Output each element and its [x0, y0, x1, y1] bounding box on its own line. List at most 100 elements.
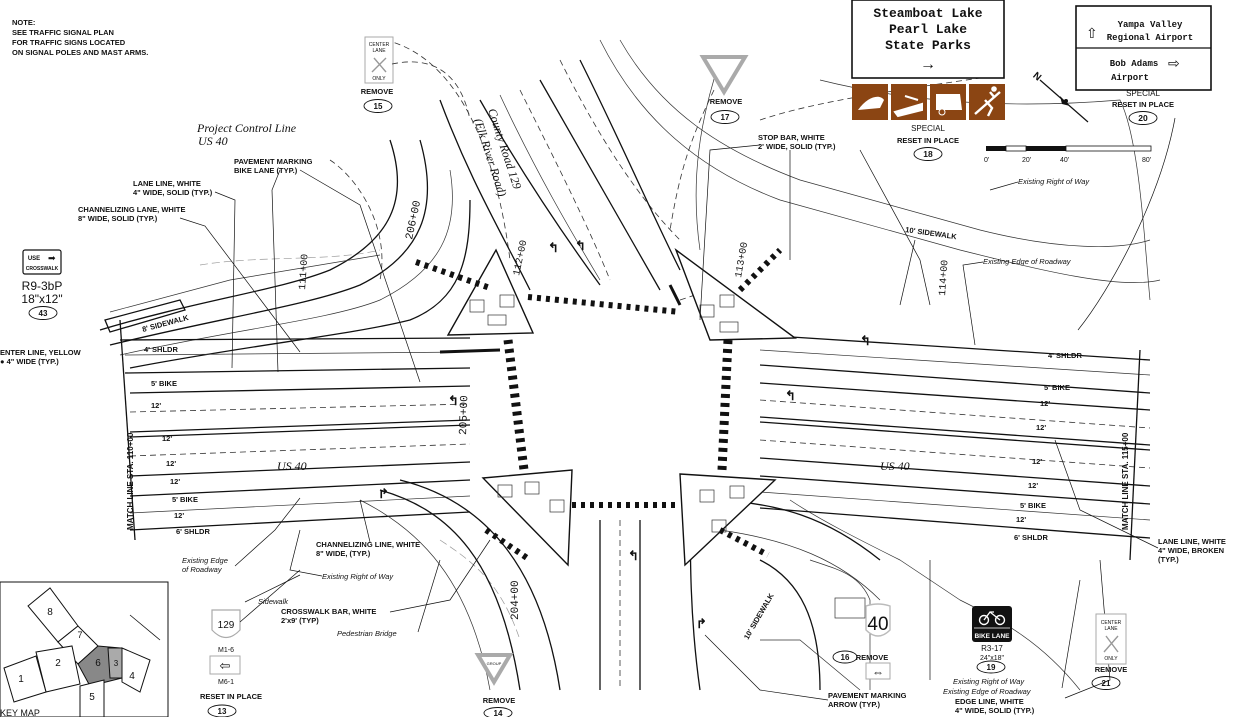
airport-line: Airport [1111, 73, 1149, 83]
key-map-cell: 2 [55, 658, 61, 669]
callout-bike-lane-marking-detail: BIKE LANE (TYP.) [234, 166, 298, 175]
lane-width-label: 5' BIKE [1044, 383, 1070, 392]
callout-sidewalk-10-ne: 10' SIDEWALK [905, 225, 958, 241]
lane-widths-east: 4' SHLDR 5' BIKE 12' 12' 12' 12' 5' BIKE… [1014, 351, 1082, 542]
right-arrow-icon: ⇨ [1168, 55, 1180, 71]
sign-43-use-crosswalk: USE CROSSWALK ➡ R9-3bP 18"x12" 43 [21, 249, 63, 320]
lane-width-label: 4' SHLDR [144, 345, 178, 354]
guide-sign-line: Steamboat Lake [873, 6, 982, 21]
callout-center-line: ENTER LINE, YELLOW [0, 348, 82, 357]
project-control-line-label: Project Control Line [196, 121, 297, 135]
svg-text:LANE: LANE [372, 48, 386, 54]
key-map-label: KEY MAP [0, 708, 40, 717]
us40-label-east: US 40 [880, 459, 910, 473]
callout-channelizing-lane-detail: 8" WIDE, SOLID (TYP.) [78, 214, 158, 223]
sign-14-yield: GROUP REMOVE 14 [474, 653, 516, 717]
bicycle-icon [983, 611, 1001, 621]
callout-lane-line-broken-typ: (TYP.) [1158, 555, 1179, 564]
callout-stop-bar: STOP BAR, WHITE [758, 133, 825, 142]
left-turn-arrow-icon: ↰ [785, 388, 796, 403]
sign-16-us40-shield: 40 REMOVE 16 ⇔ [832, 603, 891, 680]
sign-action: REMOVE [1095, 665, 1128, 674]
station-113: 113+00 [734, 241, 751, 278]
yield-icon [699, 55, 749, 96]
callout-row-sw: Existing Right of Way [322, 572, 394, 581]
scale-tick: 20' [1022, 157, 1031, 164]
sign-action: REMOVE [361, 87, 394, 96]
sign-action: RESET IN PLACE [1112, 100, 1174, 109]
svg-text:ONLY: ONLY [372, 76, 386, 82]
callout-sidewalk-sw: Sidewalk [258, 597, 289, 606]
lane-width-label: 12' [162, 434, 172, 443]
match-line-left: MATCH LINE STA. 110+00 [126, 432, 135, 530]
lane-width-label: 12' [174, 511, 184, 520]
right-arrow-icon: ➡ [48, 253, 56, 263]
left-turn-arrow-icon: ↰ [548, 240, 559, 255]
island-se [679, 473, 777, 567]
scale-tick: 80' [1142, 157, 1151, 164]
sign-number: 20 [1138, 113, 1148, 123]
lane-widths-west: 4' SHLDR 5' BIKE 12' 12' 12' 12' 5' BIKE… [144, 345, 210, 536]
lane-width-label: 5' BIKE [172, 495, 198, 504]
left-arrow-icon: ⇦ [220, 658, 231, 673]
project-control-line-route: US 40 [198, 134, 228, 148]
island-ne [674, 248, 798, 341]
yield-icon [474, 653, 514, 686]
crosswalk-north [527, 294, 681, 315]
svg-text:GROUP: GROUP [487, 661, 502, 666]
sign-number: 17 [721, 113, 730, 122]
station-111: 111+00 [298, 254, 311, 291]
sign-action: REMOVE [483, 696, 516, 705]
key-map-cell: 4 [129, 671, 135, 682]
svg-text:CROSSWALK: CROSSWALK [26, 266, 59, 272]
sign-status: SPECIAL [1126, 89, 1160, 98]
double-arrow-icon: ⇔ [872, 665, 884, 679]
sign-number: 18 [923, 149, 933, 159]
lane-width-label: 12' [1028, 481, 1038, 490]
two-way-left-turn-icon [371, 57, 387, 73]
sign-13-route-shield: 129 M1-6 ⇦ M6-1 RESET IN PLACE 13 [200, 609, 262, 717]
crosswalk-west [503, 339, 529, 471]
callout-channelizing-line: CHANNELIZING LINE, WHITE [316, 540, 420, 549]
island-nw [446, 248, 535, 336]
guide-sign-airports: ⇧ Yampa Valley Regional Airport Bob Adam… [1075, 5, 1212, 125]
airport-line: Regional Airport [1107, 33, 1193, 43]
sign-size: 18"x12" [21, 292, 62, 306]
station-205: 205+00 [458, 395, 471, 435]
svg-text:LANE: LANE [1104, 626, 1118, 632]
right-turn-arrow-icon: ↱ [696, 616, 707, 631]
left-turn-arrow-icon: ↰ [860, 333, 871, 348]
svg-text:ONLY: ONLY [1104, 656, 1118, 662]
callout-lane-line: LANE LINE, WHITE [133, 179, 201, 188]
us40-label-west: US 40 [277, 459, 307, 473]
callouts: LANE LINE, WHITE 4" WIDE, SOLID (TYP.) C… [0, 133, 1226, 715]
note-line: SEE TRAFFIC SIGNAL PLAN [12, 28, 114, 37]
callout-crosswalk-bar: CROSSWALK BAR, WHITE [281, 607, 376, 616]
lane-width-label: 5' BIKE [1020, 501, 1046, 510]
sign-action: RESET IN PLACE [897, 136, 959, 145]
lane-width-label: 12' [1036, 423, 1046, 432]
callout-lane-line-broken: LANE LINE, WHITE [1158, 537, 1226, 546]
county-road-129-north [439, 59, 681, 291]
sign-code: R3-17 [981, 644, 1003, 653]
sign-15-center-lane-only: CENTER LANE ONLY REMOVE 15 [361, 36, 394, 113]
guide-sign-line: Pearl Lake [889, 22, 967, 37]
channelizing-islands [446, 248, 798, 567]
fishing-icon [858, 96, 884, 110]
lane-width-label: 12' [166, 459, 176, 468]
general-note: NOTE: SEE TRAFFIC SIGNAL PLAN FOR TRAFFI… [12, 18, 148, 57]
svg-text:CENTER: CENTER [1101, 620, 1122, 626]
callout-edge-line: EDGE LINE, WHITE [955, 697, 1024, 706]
callout-channelizing-line-detail: 8" WIDE, (TYP.) [316, 549, 371, 558]
sign-21-center-lane-only: CENTER LANE ONLY REMOVE 21 [1091, 613, 1128, 690]
us-route-shield-icon [865, 603, 891, 637]
guide-sign-line: State Parks [885, 38, 971, 53]
north-arrow: N [1030, 70, 1089, 123]
right-turn-arrow-icon: ↱ [378, 486, 389, 501]
callout-row-ne: Existing Right of Way [1018, 177, 1090, 186]
key-map-cell: 7 [77, 630, 82, 640]
callout-lane-line-detail: 4" WIDE, SOLID (TYP.) [133, 188, 213, 197]
sign-number: 21 [1102, 679, 1111, 688]
lane-width-label: 4' SHLDR [1048, 351, 1082, 360]
lane-width-label: 12' [1016, 515, 1026, 524]
